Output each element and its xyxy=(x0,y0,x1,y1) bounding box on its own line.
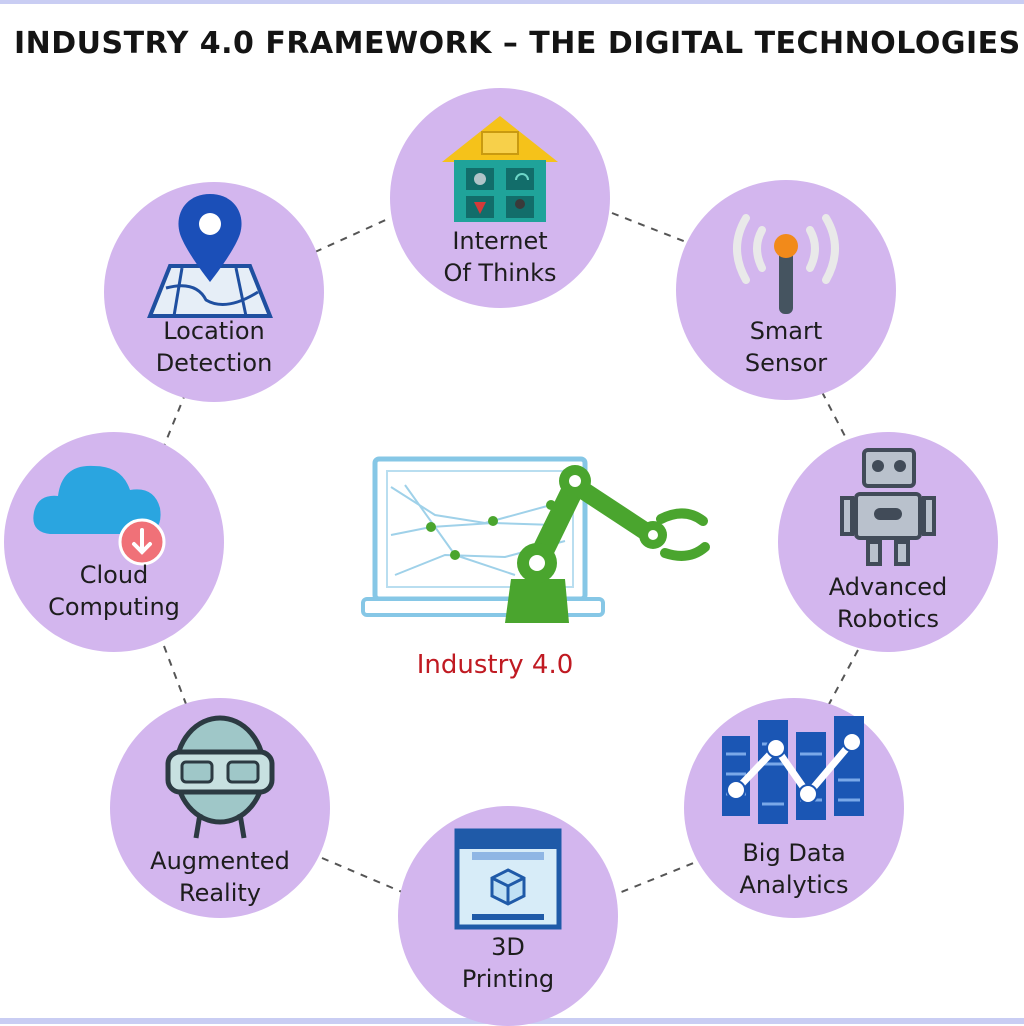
smart-home-icon xyxy=(442,116,558,222)
page-title: INDUSTRY 4.0 FRAMEWORK – THE DIGITAL TEC… xyxy=(14,26,1021,61)
node-label-line2: Of Thinks xyxy=(443,259,557,287)
3d-printer-icon xyxy=(454,828,562,930)
node-label-line1: Augmented xyxy=(150,847,290,875)
node-label-line1: Cloud xyxy=(79,561,149,589)
node-big-data-analytics: Big Data Analytics xyxy=(684,698,904,918)
node-label-line2: Computing xyxy=(48,593,180,621)
connector-line xyxy=(321,857,403,893)
node-smart-sensor: Smart Sensor xyxy=(676,180,896,400)
node-label-line2: Reality xyxy=(178,879,262,907)
data-analytics-icon xyxy=(722,716,864,824)
node-label-line1: 3D xyxy=(491,933,525,961)
connector-line xyxy=(314,217,391,253)
node-internet-of-things: Internet Of Thinks xyxy=(390,88,610,308)
node-label-line1: Internet xyxy=(452,227,548,255)
cloud-download-icon xyxy=(33,465,166,566)
connector-line xyxy=(611,212,687,243)
node-label-line1: Advanced xyxy=(828,573,948,601)
node-location-detection: Location Detection xyxy=(104,182,324,402)
node-label-line1: Smart xyxy=(749,317,823,345)
sensor-signal-icon xyxy=(733,214,839,314)
connector-line xyxy=(163,391,187,447)
connector-line xyxy=(821,391,849,443)
node-cloud-computing: Cloud Computing xyxy=(4,432,224,652)
connector-line xyxy=(827,649,859,707)
node-augmented-reality: Augmented Reality xyxy=(110,698,330,918)
node-label-line2: Analytics xyxy=(739,871,849,899)
node-advanced-robotics: Advanced Robotics xyxy=(778,432,998,652)
node-label-line2: Detection xyxy=(155,349,273,377)
robot-arm-laptop-icon xyxy=(361,456,710,623)
vr-headset-icon xyxy=(165,715,275,839)
node-label-line2: Sensor xyxy=(744,349,828,377)
node-label-line1: Big Data xyxy=(742,839,846,867)
node-label-line2: Robotics xyxy=(837,605,939,633)
connector-line xyxy=(613,857,707,896)
connector-line xyxy=(163,645,187,705)
node-3d-printing: 3D Printing xyxy=(398,806,618,1026)
center-label: Industry 4.0 xyxy=(416,650,574,680)
robot-icon xyxy=(840,448,936,566)
node-label-line2: Printing xyxy=(461,965,555,993)
map-pin-icon xyxy=(147,194,273,318)
node-label-line1: Location xyxy=(163,317,265,345)
